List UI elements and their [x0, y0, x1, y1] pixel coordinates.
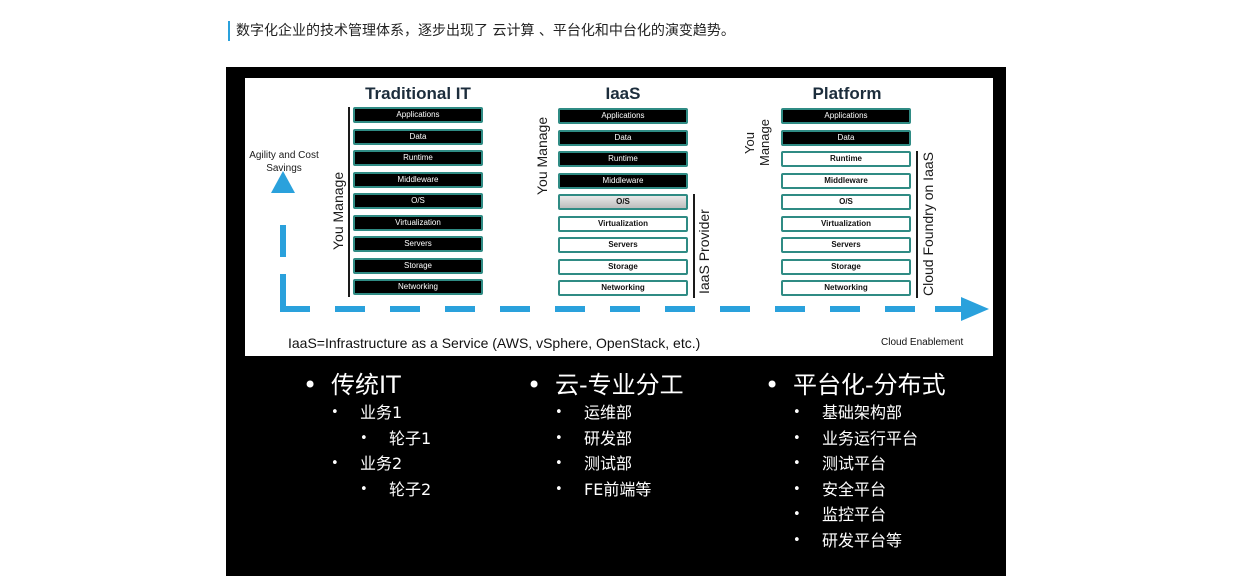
provider-bracket-iaas — [693, 194, 695, 298]
layer-runtime: Runtime — [781, 151, 911, 167]
bullet-subitem: 轮子1 — [303, 426, 431, 452]
layer-middleware: Middleware — [781, 173, 911, 189]
bullet-item: 业务2 — [303, 451, 431, 477]
layer-storage: Storage — [558, 259, 688, 275]
bullet-item: 基础架构部 — [765, 400, 946, 426]
bullet-item: 安全平台 — [765, 477, 946, 503]
layer-data: Data — [781, 130, 911, 146]
layer-applications: Applications — [781, 108, 911, 124]
layer-data: Data — [353, 129, 483, 145]
bullet-item: 研发平台等 — [765, 528, 946, 554]
bullet-column-cloud: 云-专业分工 运维部 研发部 测试部 FE前端等 — [527, 370, 684, 502]
layer-networking: Networking — [353, 279, 483, 295]
layer-runtime: Runtime — [558, 151, 688, 167]
axis-dash — [280, 274, 286, 306]
section-heading: 数字化企业的技术管理体系，逐步出现了 云计算 、平台化和中台化的演变趋势。 — [228, 21, 735, 41]
layer-servers: Servers — [353, 236, 483, 252]
layer-os: O/S — [558, 194, 688, 210]
layer-networking: Networking — [781, 280, 911, 296]
layer-virtualization: Virtualization — [781, 216, 911, 232]
layer-applications: Applications — [558, 108, 688, 124]
bullet-heading: 云-专业分工 — [527, 370, 684, 400]
column-title-iaas: IaaS — [605, 84, 641, 103]
bullet-item: 业务1 — [303, 400, 431, 426]
layer-runtime: Runtime — [353, 150, 483, 166]
you-manage-label-traditional: You Manage — [330, 171, 346, 250]
bullet-item: 监控平台 — [765, 502, 946, 528]
bullet-heading: 平台化-分布式 — [765, 370, 946, 400]
iaas-definition: IaaS=Infrastructure as a Service (AWS, v… — [288, 335, 701, 351]
axis-dash — [280, 225, 286, 257]
right-arrow-icon — [961, 297, 989, 321]
axis-dash — [335, 306, 365, 312]
provider-label-platform: Cloud Foundry on IaaS — [920, 152, 936, 296]
bullet-heading: 传统IT — [303, 370, 431, 400]
layer-os: O/S — [353, 193, 483, 209]
layer-applications: Applications — [353, 107, 483, 123]
bullet-item: 业务运行平台 — [765, 426, 946, 452]
layer-os: O/S — [781, 194, 911, 210]
axis-dash — [390, 306, 420, 312]
layer-data: Data — [558, 130, 688, 146]
up-arrow-icon — [271, 171, 295, 193]
layer-servers: Servers — [781, 237, 911, 253]
layer-middleware: Middleware — [558, 173, 688, 189]
bullet-item: 测试部 — [527, 451, 684, 477]
axis-dash — [665, 306, 695, 312]
layer-virtualization: Virtualization — [353, 215, 483, 231]
axis-dash — [280, 306, 310, 312]
layer-servers: Servers — [558, 237, 688, 253]
provider-label-iaas: IaaS Provider — [696, 209, 712, 294]
layer-virtualization: Virtualization — [558, 216, 688, 232]
cloud-enablement-label: Cloud Enablement — [881, 337, 964, 348]
axis-dash — [935, 306, 961, 312]
bullet-column-traditional: 传统IT 业务1 轮子1 业务2 轮子2 — [303, 370, 431, 502]
architecture-figure: Traditional IT IaaS Platform Application… — [226, 67, 1006, 576]
layer-networking: Networking — [558, 280, 688, 296]
bullet-item: 测试平台 — [765, 451, 946, 477]
provider-bracket-platform — [916, 151, 918, 298]
you-manage-label-iaas: You Manage — [534, 116, 550, 195]
column-title-traditional-it: Traditional IT — [365, 84, 471, 103]
bullet-item: 运维部 — [527, 400, 684, 426]
axis-dash — [500, 306, 530, 312]
layer-storage: Storage — [781, 259, 911, 275]
layer-middleware: Middleware — [353, 172, 483, 188]
axis-dash — [720, 306, 750, 312]
bullet-subitem: 轮子2 — [303, 477, 431, 503]
bullet-column-platform: 平台化-分布式 基础架构部 业务运行平台 测试平台 安全平台 监控平台 研发平台… — [765, 370, 946, 553]
bullet-item: FE前端等 — [527, 477, 684, 503]
bullet-item: 研发部 — [527, 426, 684, 452]
managed-bracket-traditional — [348, 107, 350, 297]
column-title-platform: Platform — [812, 84, 882, 103]
axis-dash — [830, 306, 860, 312]
agility-axis-label: Agility and Cost Savings — [249, 150, 319, 174]
axis-dash — [555, 306, 585, 312]
you-manage-label-platform: You Manage — [742, 119, 772, 166]
cloud-stack-diagram: Traditional IT IaaS Platform Application… — [245, 78, 993, 356]
axis-dash — [445, 306, 475, 312]
layer-storage: Storage — [353, 258, 483, 274]
axis-dash — [610, 306, 640, 312]
axis-dash — [775, 306, 805, 312]
axis-dash — [885, 306, 915, 312]
